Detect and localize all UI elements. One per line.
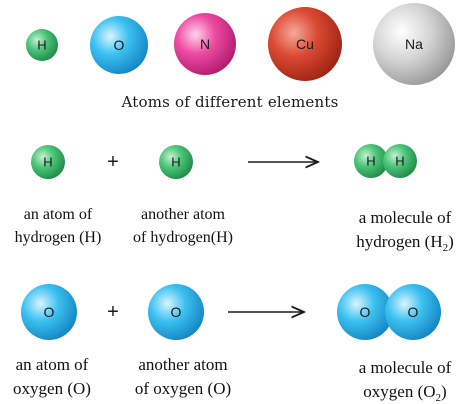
caption-oxygen-molecule-line2: oxygen (O2) <box>363 382 446 404</box>
hydrogen-atom-left: H <box>31 145 65 179</box>
caption-oxygen-molecule-line1: a molecule of <box>359 358 452 377</box>
caption-hydrogen-molecule-line2: hydrogen (H2) <box>356 232 454 254</box>
oxygen-molecule-atom-2: O <box>408 304 419 320</box>
hydrogen-molecule: H H <box>354 144 417 178</box>
oxygen-molecule: O O <box>337 284 441 340</box>
oxygen-atom-label: O <box>114 37 125 53</box>
caption-another-hydrogen-line1: another atom <box>141 206 226 223</box>
hydrogen-molecule-atom-1: H <box>366 154 375 169</box>
nitrogen-atom: N <box>174 13 236 75</box>
plus-sign: + <box>107 301 119 323</box>
hydrogen-atom-right: H <box>159 145 193 179</box>
caption-another-oxygen-line2: of oxygen (O) <box>135 379 231 398</box>
oxygen-molecule-atom-1: O <box>360 304 371 320</box>
hydrogen-atom-right-label: H <box>171 155 180 170</box>
caption-hydrogen-atom-line2: hydrogen (H) <box>15 229 102 246</box>
nitrogen-atom-label: N <box>200 36 210 52</box>
element-atoms-row: H O N Cu Na <box>26 3 455 85</box>
caption-another-hydrogen-line2: of hydrogen(H) <box>133 229 233 246</box>
sodium-atom-label: Na <box>405 36 423 52</box>
copper-atom-label: Cu <box>296 36 314 52</box>
hydrogen-atom-left-label: H <box>43 155 52 170</box>
caption-hydrogen-atom-line1: an atom of <box>24 206 93 223</box>
oxygen-atom-left: O <box>21 284 77 340</box>
hydrogen-molecule-atom-2: H <box>395 154 404 169</box>
oxygen-atom-right: O <box>148 284 204 340</box>
copper-atom: Cu <box>268 7 342 81</box>
hydrogen-atom: H <box>26 29 58 61</box>
hydrogen-atom-label: H <box>37 38 46 53</box>
caption-hydrogen-molecule-line1: a molecule of <box>359 208 452 227</box>
caption-oxygen-atom-line1: an atom of <box>16 355 89 374</box>
oxygen-atom-right-label: O <box>171 304 182 320</box>
oxygen-atom: O <box>90 16 148 74</box>
oxygen-atom-left-label: O <box>44 304 55 320</box>
sodium-atom: Na <box>373 3 455 85</box>
oxygen-reaction-row: O + O O O an atom of oxygen (O) another … <box>13 284 452 404</box>
diagram-title: Atoms of different elements <box>121 93 339 111</box>
caption-oxygen-atom-line2: oxygen (O) <box>13 379 91 398</box>
hydrogen-reaction-row: H + H H H an atom of hydrogen (H) anothe… <box>15 144 454 254</box>
plus-sign: + <box>107 151 119 173</box>
caption-another-oxygen-line1: another atom <box>138 355 227 374</box>
